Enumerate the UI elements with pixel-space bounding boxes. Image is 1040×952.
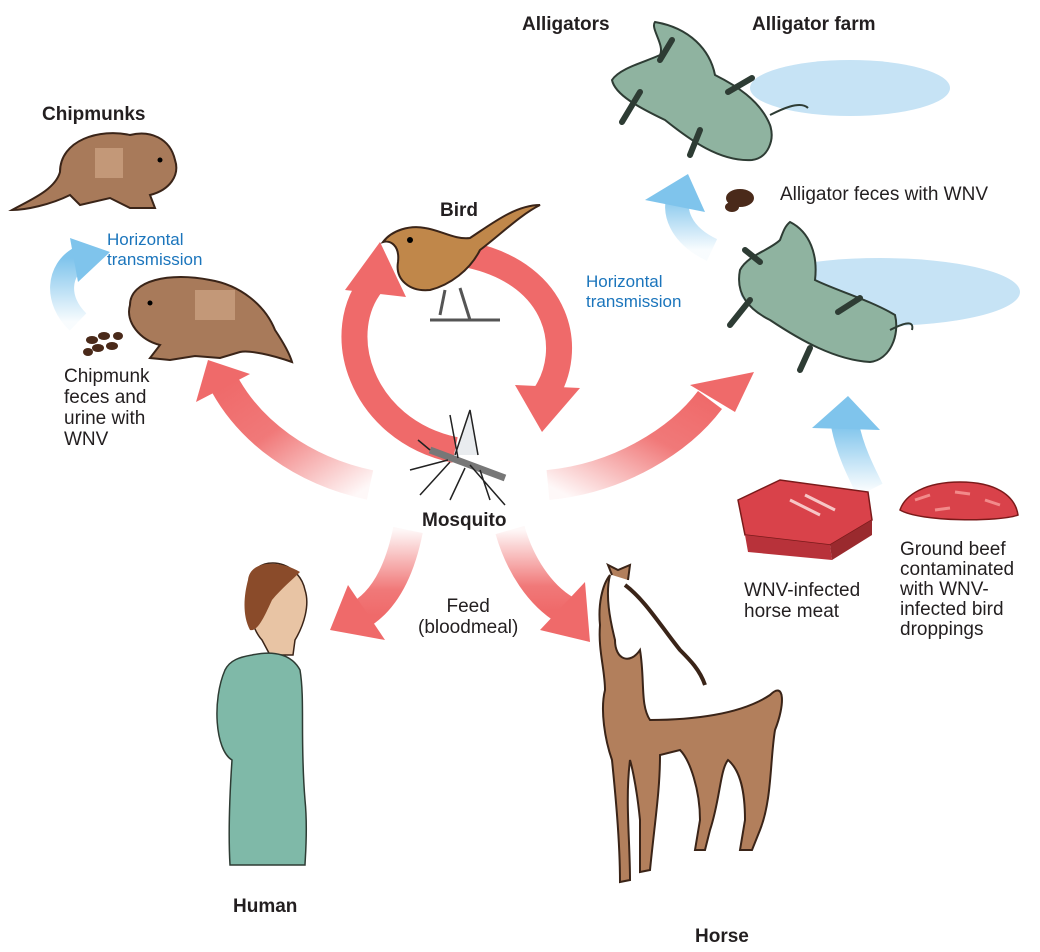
- ground-beef-label: Ground beef contaminated with WNV- infec…: [900, 540, 1014, 640]
- horizontal-transmission-right-label: Horizontal transmission: [586, 272, 681, 312]
- horse-label: Horse: [695, 926, 749, 947]
- alligator-farm-label: Alligator farm: [752, 14, 876, 35]
- chipmunk-bottom-icon: [129, 277, 292, 362]
- horse-meat-icon: [738, 480, 872, 560]
- pond-top: [750, 60, 950, 116]
- chipmunk-feces-icon: [83, 332, 123, 356]
- chipmunk-top-icon: [12, 133, 176, 210]
- meat-to-alligator-arrow: [845, 425, 870, 490]
- bird-label: Bird: [440, 200, 478, 221]
- arrow-to-human: [360, 530, 408, 615]
- cycle-arrow-right: [470, 255, 559, 395]
- alligator-feces-label: Alligator feces with WNV: [780, 184, 988, 205]
- arrow-to-chipmunks: [225, 385, 370, 485]
- alligators-label: Alligators: [522, 14, 610, 35]
- meat-to-alligator-arrowhead: [812, 396, 880, 430]
- ground-beef-icon: [900, 482, 1018, 520]
- mosquito-icon: [410, 410, 505, 505]
- chipmunk-feces-label: Chipmunk feces and urine with WNV: [64, 366, 150, 450]
- horse-meat-label: WNV-infected horse meat: [744, 580, 860, 622]
- alligator-feces-icon: [725, 189, 754, 212]
- human-label: Human: [233, 896, 297, 917]
- human-icon: [217, 563, 307, 865]
- arrow-to-alligators: [548, 400, 710, 485]
- feed-label: Feed (bloodmeal): [418, 596, 518, 638]
- cycle-arrow-left: [354, 280, 455, 450]
- cycle-arrowhead-right: [515, 385, 580, 432]
- horizontal-transmission-left-label: Horizontal transmission: [107, 230, 202, 270]
- chipmunks-label: Chipmunks: [42, 104, 145, 125]
- mosquito-label: Mosquito: [422, 510, 506, 531]
